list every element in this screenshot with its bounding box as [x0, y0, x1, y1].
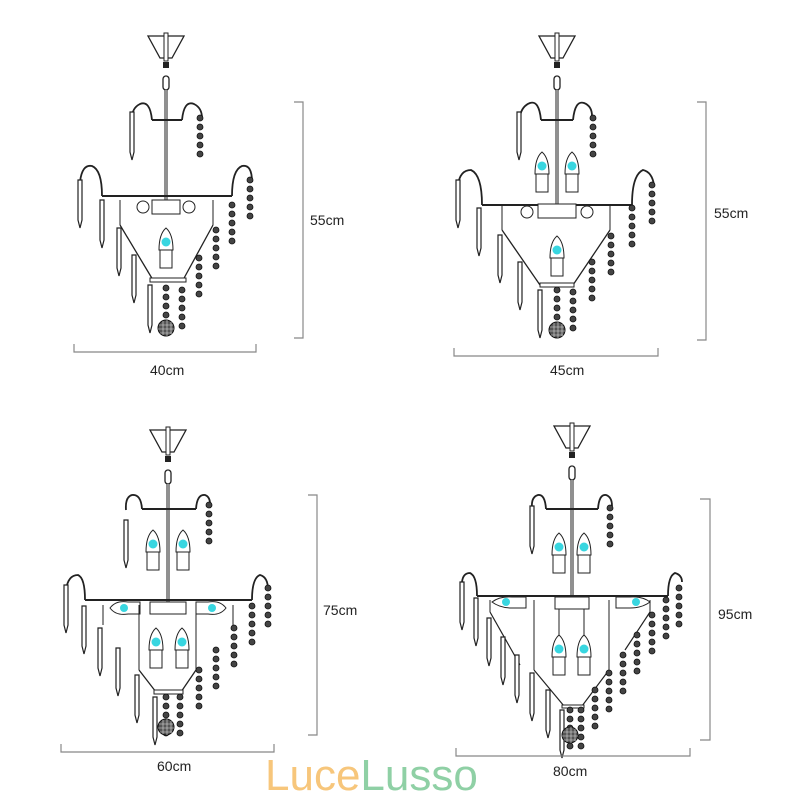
height-label: 55cm: [310, 212, 345, 228]
width-label: 40cm: [150, 362, 185, 378]
chandelier-drawing: [453, 32, 707, 357]
chandelier-diagram-3-light: 45cm 55cm: [453, 32, 749, 378]
brand-logo-part1: Luce: [265, 751, 361, 800]
height-label: 95cm: [718, 606, 753, 622]
height-label: 75cm: [323, 602, 358, 618]
width-label: 80cm: [553, 763, 588, 779]
brand-logo: LuceLusso: [265, 752, 478, 800]
width-dimension-line: [73, 344, 257, 353]
brand-logo-part2: Lusso: [360, 751, 478, 800]
chandelier-diagram-1-light: 40cm 55cm: [0, 0, 400, 400]
width-label: 45cm: [550, 362, 585, 378]
chandelier-drawing: [73, 32, 304, 353]
height-dimension-line: [294, 101, 304, 339]
height-label: 55cm: [714, 205, 749, 221]
width-label: 60cm: [157, 758, 192, 774]
